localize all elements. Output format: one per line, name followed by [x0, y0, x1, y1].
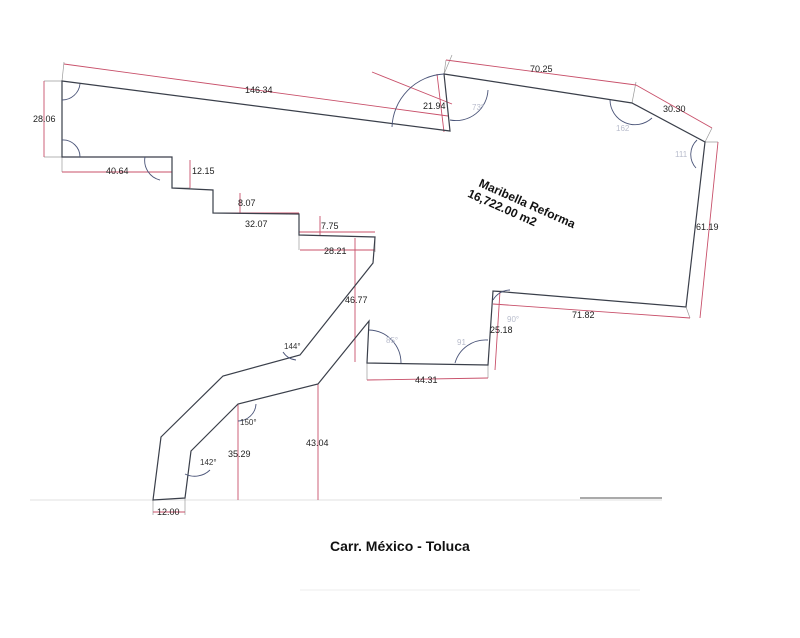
angle-144: 144° — [284, 342, 301, 351]
dim-bottom-right: 71.82 — [572, 310, 595, 320]
angle-142: 142° — [200, 458, 217, 467]
dim-corner: 30.30 — [663, 104, 686, 114]
property-boundary — [61, 73, 706, 501]
angle-150: 150° — [240, 418, 257, 427]
dim-step3-h: 32.07 — [245, 219, 268, 229]
dim-top-right: 70.25 — [530, 64, 553, 74]
dim-step1-h: 40.64 — [106, 166, 129, 176]
angle-91: 91 — [457, 338, 466, 347]
property-title: Maribella Reforma 16,722.00 m2 — [466, 176, 578, 231]
dim-left: 28.06 — [33, 114, 56, 124]
dim-jog: 25.18 — [490, 325, 513, 335]
dim-step3-v: 7.75 — [321, 221, 339, 231]
dim-step2-v: 8.07 — [238, 198, 256, 208]
dim-step4-h: 28.21 — [324, 246, 347, 256]
dimension-labels: 146.34 28.06 21.94 70.25 30.30 61.19 71.… — [33, 64, 719, 517]
angle-111: 111 — [675, 150, 688, 159]
dim-notch: 21.94 — [423, 101, 446, 111]
angle-labels: 144° 150° 142° 73° 162 111 90° 85° 91 — [200, 103, 688, 467]
angle-73: 73° — [472, 103, 484, 112]
angle-85: 85° — [386, 336, 398, 345]
angle-162: 162 — [616, 124, 630, 133]
dim-right: 61.19 — [696, 222, 719, 232]
dim-vert2: 35.29 — [228, 449, 251, 459]
dim-top-left: 146.34 — [245, 85, 273, 95]
angle-arcs — [61, 73, 698, 477]
dim-diag: 46.77 — [345, 295, 368, 305]
dim-base: 12.00 — [157, 507, 180, 517]
angle-90: 90° — [507, 315, 519, 324]
road-label: Carr. México - Toluca — [330, 538, 470, 554]
dim-vert1: 43.04 — [306, 438, 329, 448]
dim-step1-v: 12.15 — [192, 166, 215, 176]
dim-bottom-mid: 44.31 — [415, 375, 438, 385]
